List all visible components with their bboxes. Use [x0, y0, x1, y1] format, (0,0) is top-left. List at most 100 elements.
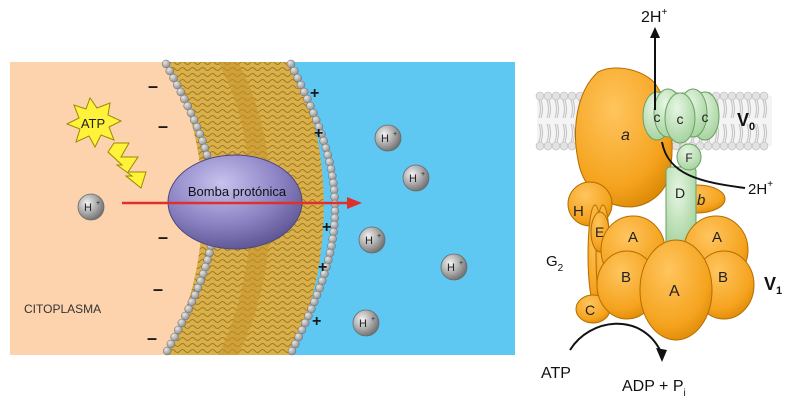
lipid-head: [162, 346, 172, 356]
atp-burst-icon: ATP: [65, 96, 123, 149]
lipid-head: [711, 141, 721, 151]
svg-text:+: +: [96, 200, 100, 207]
lipid-head: [173, 325, 183, 335]
lipid-tail: [754, 123, 759, 143]
lipid-tail: [570, 123, 575, 143]
lipid-head: [297, 325, 307, 335]
svg-text:+: +: [377, 233, 381, 240]
lipid-head: [170, 332, 179, 342]
plus-sign: +: [322, 219, 331, 236]
cytoplasm-label: CITOPLASMA: [24, 302, 101, 316]
lipid-tail: [730, 123, 735, 143]
lipid-head: [327, 241, 336, 251]
lipid-tail: [746, 123, 751, 143]
lipid-head: [187, 297, 197, 307]
lipid-head: [293, 73, 302, 83]
lipid-head: [328, 234, 337, 244]
membrane-panel: – – – – – + + + + + ATP Bomba protónica …: [10, 59, 515, 356]
proton-ion: H +: [352, 309, 380, 337]
pump-label: Bomba protónica: [188, 184, 287, 199]
lipid-head: [181, 311, 190, 321]
lipid-head: [719, 91, 729, 101]
lipid-head: [325, 248, 335, 258]
proton-ion: H +: [358, 226, 386, 254]
lipid-head: [567, 141, 577, 151]
subunit-a-label: a: [621, 127, 630, 144]
svg-text:H: H: [409, 173, 417, 185]
lipid-tail: [738, 99, 743, 119]
subunit-e-label: E: [595, 224, 604, 240]
lipid-tail: [538, 99, 543, 119]
v0-label: V0: [737, 110, 755, 133]
lipid-head: [286, 59, 296, 69]
lipid-head: [303, 94, 312, 104]
subunit-g-label: G2: [546, 253, 564, 274]
lipid-tail: [722, 99, 727, 119]
subunit-a-head-label: A: [628, 229, 638, 246]
lipid-head: [165, 66, 175, 76]
lipid-head: [328, 171, 337, 181]
lipid-head: [751, 91, 761, 101]
lipid-tail: [722, 123, 727, 143]
c-ring: c c c: [642, 88, 720, 144]
lipid-head: [291, 339, 300, 349]
lipid-head: [176, 87, 186, 97]
lipid-head: [329, 178, 338, 188]
arrow-head: [347, 197, 362, 209]
lipid-head: [559, 91, 569, 101]
lipid-head: [169, 73, 178, 83]
lipid-head: [190, 290, 200, 300]
lipid-tail: [554, 123, 559, 143]
v-atpase-panel: a b D F c c c 2H+ 2H+: [535, 7, 782, 399]
svg-text:H: H: [359, 318, 367, 330]
proton-ion: H +: [440, 253, 468, 281]
lipid-head: [161, 59, 171, 69]
lipid-head: [551, 91, 561, 101]
subunit-a-head-label: A: [712, 229, 722, 246]
minus-sign: –: [147, 328, 157, 348]
lipid-tail: [762, 99, 767, 119]
proton-ion: H +: [374, 124, 402, 152]
lipid-head: [559, 141, 569, 151]
lipid-head: [727, 91, 737, 101]
svg-text:+: +: [393, 131, 397, 138]
lipid-tail: [546, 123, 551, 143]
lipid-tail: [562, 99, 567, 119]
lipid-head: [294, 332, 303, 342]
lightning-icon: [107, 142, 147, 189]
subunit-c-label: c: [702, 109, 709, 125]
lipid-tail: [762, 123, 767, 143]
positive-charges: + + + + +: [310, 85, 331, 330]
lipid-head: [321, 143, 331, 153]
lipid-head: [183, 101, 192, 111]
subunit-f: [676, 143, 702, 171]
lipid-head: [759, 91, 769, 101]
lipid-head: [551, 141, 561, 151]
side-protons-label: 2H+: [748, 179, 773, 198]
lipid-tail: [738, 123, 743, 143]
lipid-head: [325, 157, 334, 167]
lipid-head: [735, 91, 745, 101]
lipid-head: [543, 141, 553, 151]
lipid-head: [205, 248, 214, 258]
lipid-head: [743, 91, 753, 101]
lipid-tail: [570, 99, 575, 119]
minus-sign: –: [148, 76, 158, 96]
lipid-tail: [538, 123, 543, 143]
svg-text:H: H: [447, 262, 455, 274]
minus-sign: –: [158, 116, 168, 136]
lipid-head: [287, 346, 297, 356]
lipid-head: [543, 91, 553, 101]
svg-text:H: H: [381, 133, 389, 145]
lipid-head: [184, 304, 193, 314]
lipid-head: [759, 141, 769, 151]
subunit-d-label: D: [675, 185, 685, 201]
svg-text:H: H: [365, 235, 373, 247]
lipid-head: [186, 108, 196, 118]
subunit-c-label: c: [677, 111, 684, 127]
lipid-tail: [546, 99, 551, 119]
subunit-c-label: c: [654, 109, 661, 125]
lipid-head: [719, 141, 729, 151]
lipid-head: [735, 141, 745, 151]
